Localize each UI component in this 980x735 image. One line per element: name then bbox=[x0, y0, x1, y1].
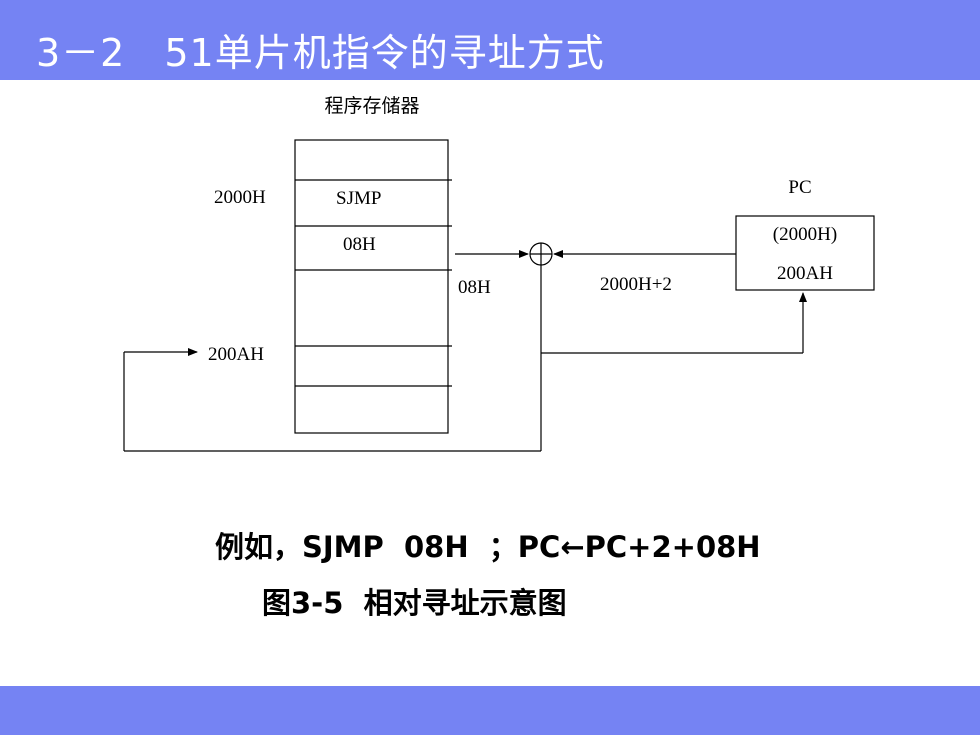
pc-new-value: 200AH bbox=[777, 263, 833, 284]
pc-register-box bbox=[735, 215, 875, 291]
address-200ah-label: 200AH bbox=[208, 344, 264, 365]
slide-title: 3－2 51单片机指令的寻址方式 bbox=[36, 31, 605, 75]
figure-caption: 图3-5 相对寻址示意图 bbox=[262, 586, 567, 620]
opcode-cell-text: SJMP bbox=[336, 188, 381, 209]
title-bar: 3－2 51单片机指令的寻址方式 bbox=[0, 0, 980, 80]
pc-title: PC bbox=[788, 177, 811, 198]
example-instruction: 例如，SJMP 08H ；PC←PC+2+08H bbox=[215, 530, 761, 564]
pc-old-value: (2000H) bbox=[773, 224, 837, 245]
footer-bar bbox=[0, 686, 980, 735]
memory-title: 程序存储器 bbox=[324, 95, 419, 117]
offset-cell-text: 08H bbox=[343, 234, 376, 255]
address-2000h-label: 2000H bbox=[214, 187, 266, 208]
program-memory-block bbox=[294, 139, 449, 434]
adder-symbol bbox=[529, 242, 553, 266]
offset-label: 08H bbox=[458, 277, 491, 298]
sum-label: 2000H+2 bbox=[600, 274, 672, 295]
